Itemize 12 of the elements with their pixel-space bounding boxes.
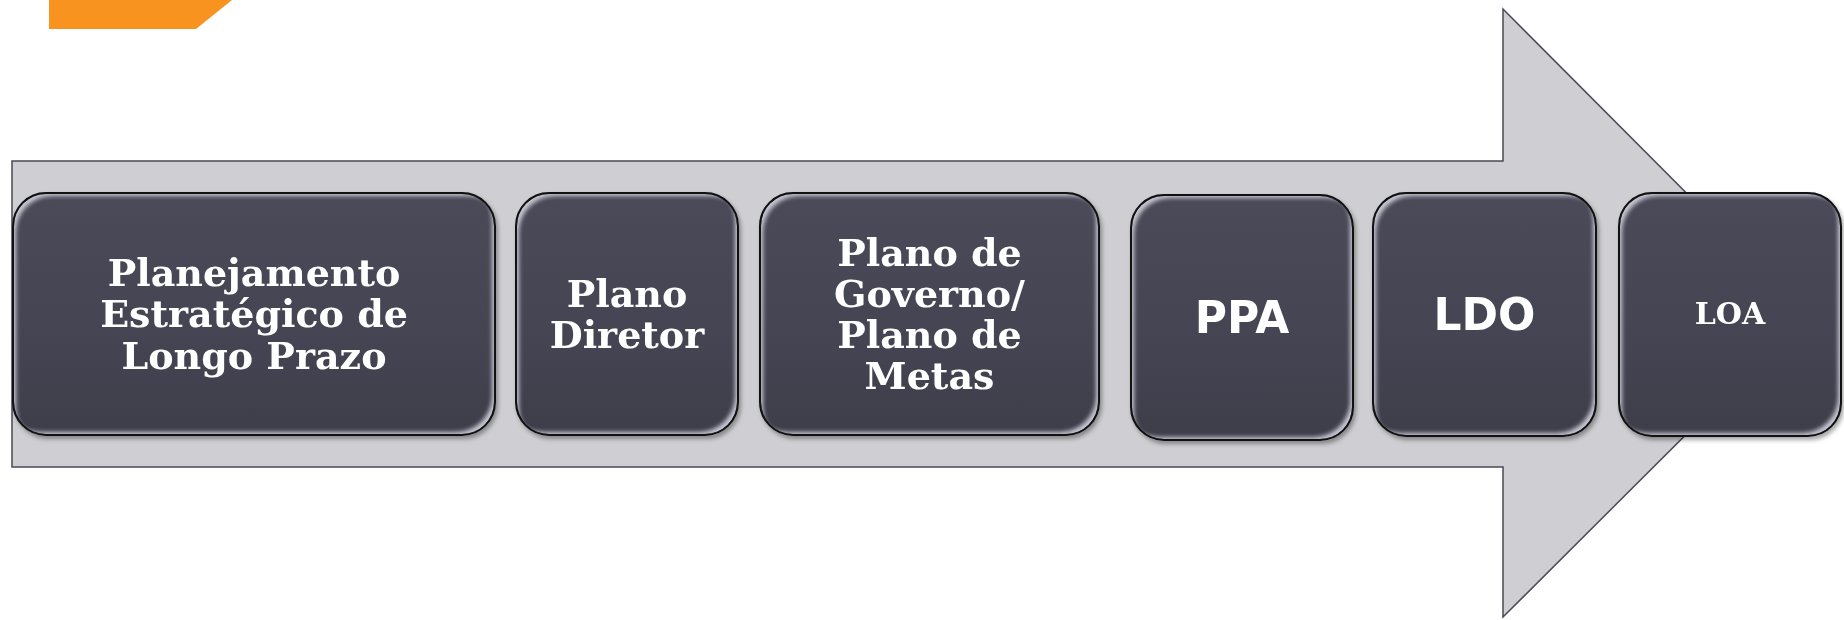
process-box	[12, 192, 496, 436]
process-box	[515, 192, 739, 436]
box-label: Planejamento Estratégico de Longo Prazo	[99, 252, 409, 376]
box-label: LDO	[1433, 290, 1536, 339]
box-label: Plano Diretor	[548, 272, 706, 356]
process-box	[759, 192, 1100, 436]
process-box	[1618, 192, 1842, 437]
box-label: Plano de Governo/ Plano de Metas	[833, 231, 1026, 397]
box-label: PPA	[1194, 293, 1290, 342]
process-box	[1372, 192, 1597, 437]
box-label: LOA	[1694, 298, 1766, 331]
process-box	[1130, 194, 1354, 441]
